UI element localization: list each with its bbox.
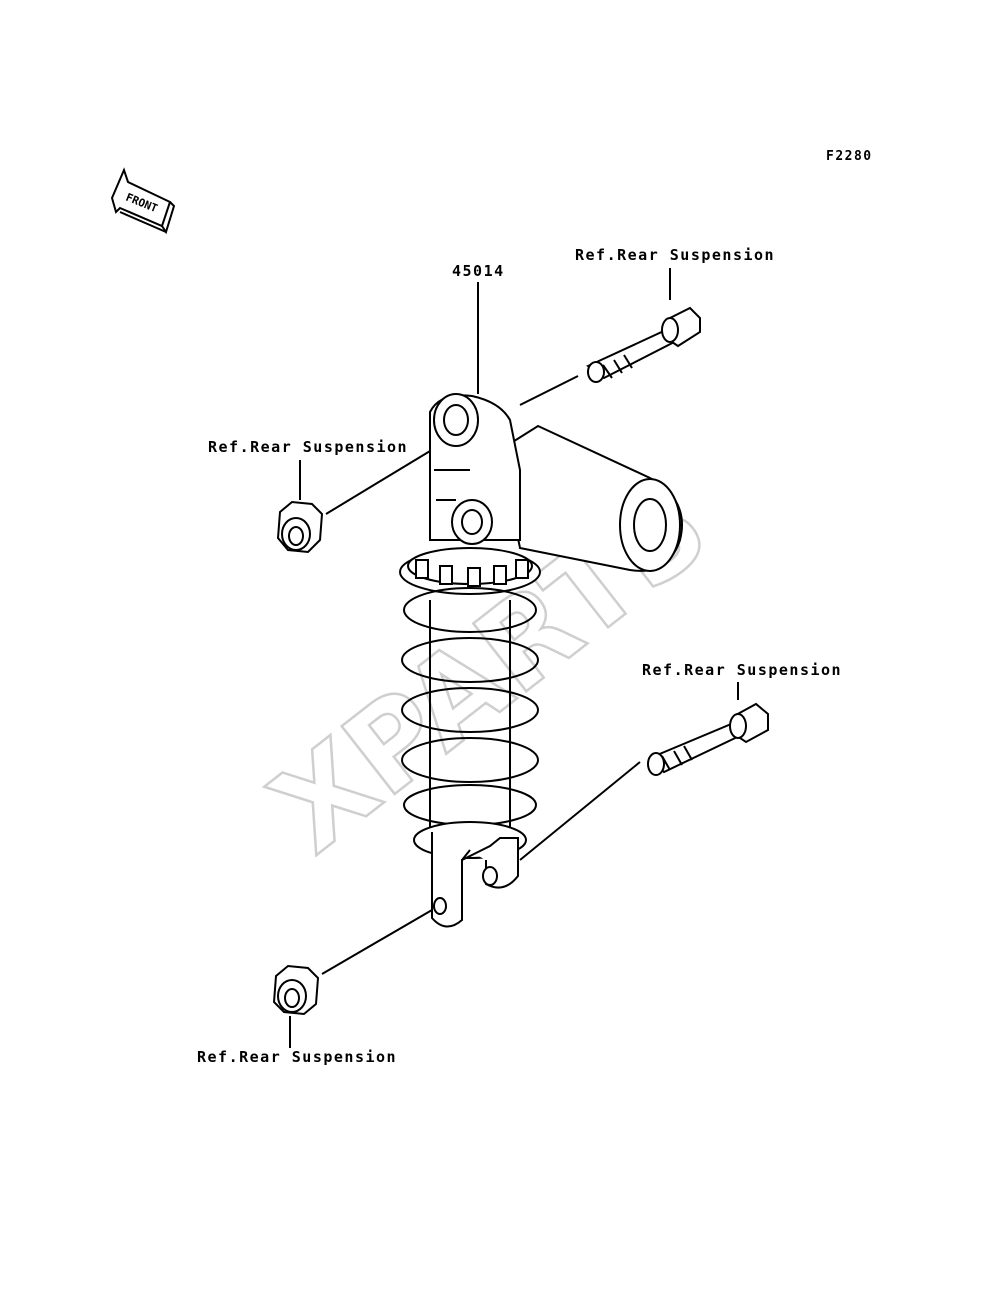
- ref-top-bolt-label: Ref.Rear Suspension: [575, 246, 776, 264]
- leader-bottom-nut: [321, 909, 433, 975]
- leader-top-nut: [325, 444, 441, 515]
- diagram-code: F2280: [826, 149, 873, 164]
- bottom-nut: [272, 964, 320, 1048]
- front-arrow-icon: FRONT: [110, 167, 176, 235]
- leader-bottom-bolt: [519, 761, 641, 861]
- shock-bottom-mount: [431, 832, 519, 928]
- part-number-label: 45014: [452, 262, 505, 280]
- bottom-bolt: [647, 682, 769, 776]
- top-nut: [276, 460, 324, 554]
- top-bolt: [586, 268, 701, 383]
- ref-top-nut-label: Ref.Rear Suspension: [208, 438, 409, 456]
- ref-bottom-bolt-label: Ref.Rear Suspension: [642, 661, 843, 679]
- preload-ring: [399, 547, 541, 595]
- reservoir: [498, 424, 683, 572]
- ref-bottom-nut-label: Ref.Rear Suspension: [197, 1048, 398, 1066]
- shock-top-mount: [429, 393, 521, 545]
- leader-top-bolt: [519, 375, 579, 406]
